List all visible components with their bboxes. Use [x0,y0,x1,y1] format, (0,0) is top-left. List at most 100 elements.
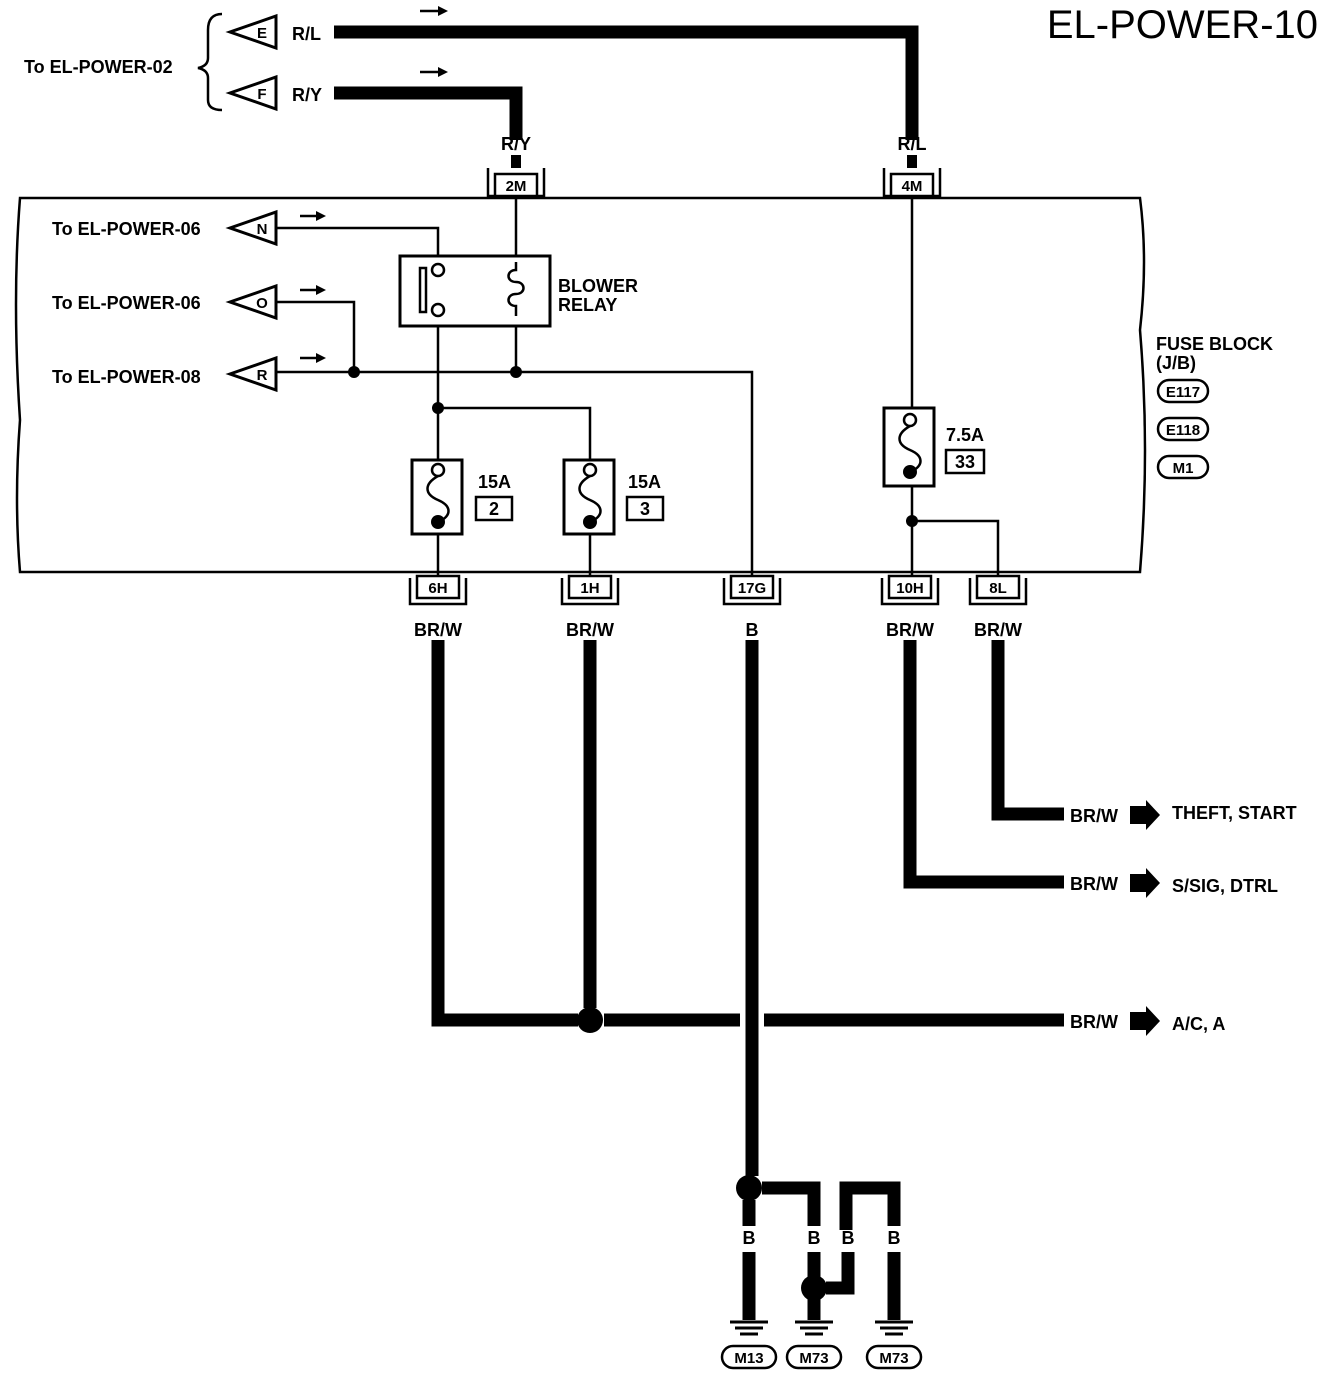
connector-o: O [225,283,278,321]
wire-ground-3 [839,1181,901,1230]
terminal-6h: 6H [408,574,468,606]
connector-f-label: F [257,86,266,103]
fuse-block-outline [14,196,1147,574]
connector-n: N [225,209,278,247]
ground-icon [730,1320,768,1336]
wire-color-2m: R/Y [501,134,531,154]
flow-arrow-icon [300,285,326,295]
connector-f: F [225,74,278,112]
ground-wire-4: B [888,1228,901,1248]
ground-icon [795,1320,833,1336]
connector-e118: E118 [1156,416,1210,442]
connector-m1: M1 [1156,454,1210,480]
fuse-block-label: FUSE BLOCK [1156,334,1273,354]
terminal-8l: 8L [968,574,1028,606]
wire-10h-out [903,640,1064,889]
svg-text:17G: 17G [738,580,766,597]
fuse-3-number-box [625,495,665,522]
wire-rl [334,25,919,140]
brace [197,12,223,112]
fuse-2-amp: 15A [478,472,511,492]
svg-text:8L: 8L [989,580,1007,597]
terminal-4m: 4M [882,168,942,198]
svg-text:N: N [257,221,268,238]
terminal-10h: 10H [880,574,940,606]
ground-wire-2: B [808,1228,821,1248]
coil-icon [507,262,525,316]
svg-text:E118: E118 [1166,422,1200,439]
output-2-color: BR/W [1070,874,1118,894]
flow-arrow-icon [420,6,448,16]
ground-splice-dot [736,1175,762,1201]
terminal-1h: 1H [560,574,620,606]
flow-arrow-icon [300,211,326,221]
fuse-3-number: 3 [640,499,650,519]
fuse-2 [410,458,464,536]
svg-text:1H: 1H [580,580,599,597]
terminal-2m: 2M [486,168,546,198]
output-1-label: THEFT, START [1172,803,1297,823]
output-3-color: BR/W [1070,1012,1118,1032]
connector-e: E [225,13,278,51]
flow-arrow-icon [420,67,448,77]
ground-connector-m13: M13 [720,1344,778,1370]
wire-color-e: R/L [292,24,321,44]
fuse-3-amp: 15A [628,472,661,492]
ref-n: To EL-POWER-06 [52,219,201,239]
ground-wire-1: B [743,1228,756,1248]
svg-text:2M: 2M [506,178,527,195]
junction-dot [906,515,918,527]
svg-text:M13: M13 [734,1350,763,1367]
fuse-33 [882,406,936,488]
fuse-block-label-jb: (J/B) [1156,353,1196,373]
ground-splice-dot [801,1275,827,1301]
output-arrow-icon [1130,868,1160,898]
wire-8l-out [991,640,1064,821]
ground-connector-m73-2: M73 [865,1344,923,1370]
wire-6h [431,640,578,1027]
fuse-33-number: 33 [955,452,975,472]
page-title: EL-POWER-10 [1047,3,1318,47]
ref-r: To EL-POWER-08 [52,367,201,387]
fuse-2-number-box [474,495,514,522]
svg-text:M73: M73 [799,1350,828,1367]
junction-dot [348,366,360,378]
output-2-label: S/SIG, DTRL [1172,876,1278,896]
fuse-33-amp: 7.5A [946,425,984,445]
ref-o: To EL-POWER-06 [52,293,201,313]
wire-color-4m: R/L [898,134,927,154]
internal-wiring [276,196,1000,578]
ground-icon [875,1320,913,1336]
svg-text:R: R [257,367,268,384]
wire-ground-3-bottom [826,1252,855,1295]
output-arrow-icon [1130,1006,1160,1036]
relay-label-2: RELAY [558,295,617,315]
junction-dot [432,402,444,414]
svg-text:6H: 6H [428,580,447,597]
connector-e-label: E [257,25,267,42]
wire-color-6h: BR/W [414,620,462,640]
svg-text:M73: M73 [879,1350,908,1367]
wire-color-1h: BR/W [566,620,614,640]
svg-text:E117: E117 [1166,384,1200,401]
ref-el-power-02: To EL-POWER-02 [24,57,173,77]
output-3-label: A/C, A [1172,1014,1225,1034]
wire-color-8l: BR/W [974,620,1022,640]
flow-arrow-icon [300,353,326,363]
wire-color-10h: BR/W [886,620,934,640]
terminal-17g: 17G [722,574,782,606]
svg-text:10H: 10H [896,580,924,597]
wire-ry [334,86,523,140]
blower-relay [398,254,552,328]
svg-text:O: O [256,295,268,312]
output-arrow-icon [1130,800,1160,830]
svg-text:4M: 4M [902,178,923,195]
output-1-color: BR/W [1070,806,1118,826]
fuse-3 [562,458,616,536]
connector-r: R [225,355,278,393]
ground-connector-m73: M73 [785,1344,843,1370]
ground-wire-3: B [842,1228,855,1248]
junction-dot [510,366,522,378]
connector-e117: E117 [1156,378,1210,404]
